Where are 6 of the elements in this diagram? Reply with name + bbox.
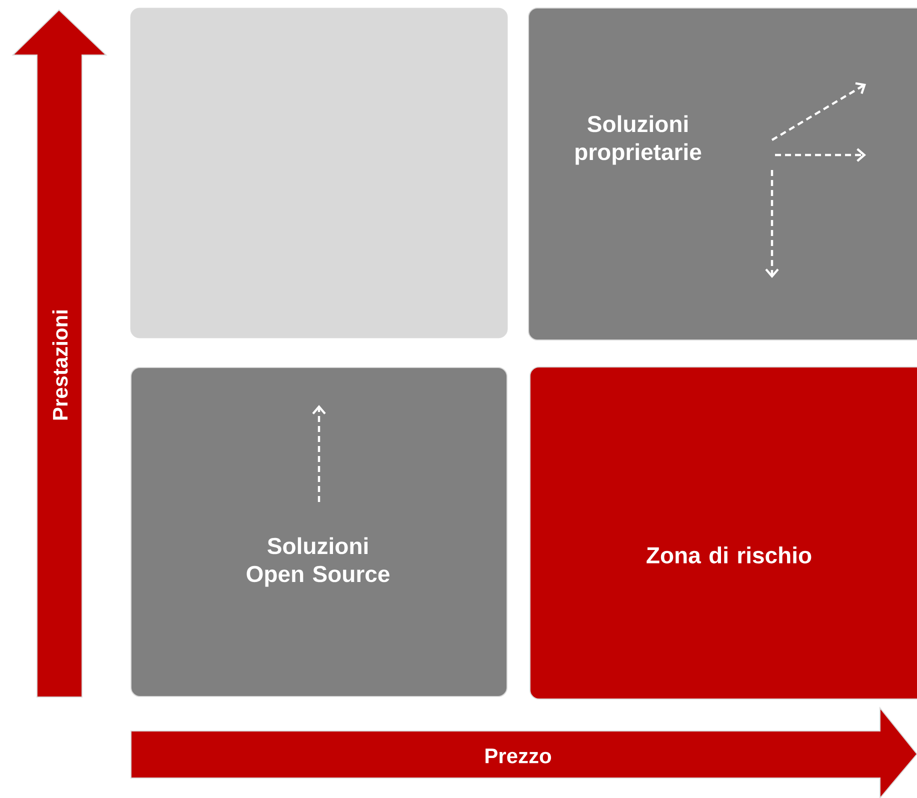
quadrant-box: Zona di rischio bbox=[530, 366, 917, 700]
axis-label: Prestazioni bbox=[52, 310, 68, 420]
axis-label: Prezzo bbox=[486, 748, 552, 764]
quadrant-box: Soluzioni Open Source bbox=[130, 367, 508, 697]
quadrant-box: Soluzioni proprietarie bbox=[528, 8, 917, 340]
empty-quadrant-box bbox=[130, 8, 508, 338]
